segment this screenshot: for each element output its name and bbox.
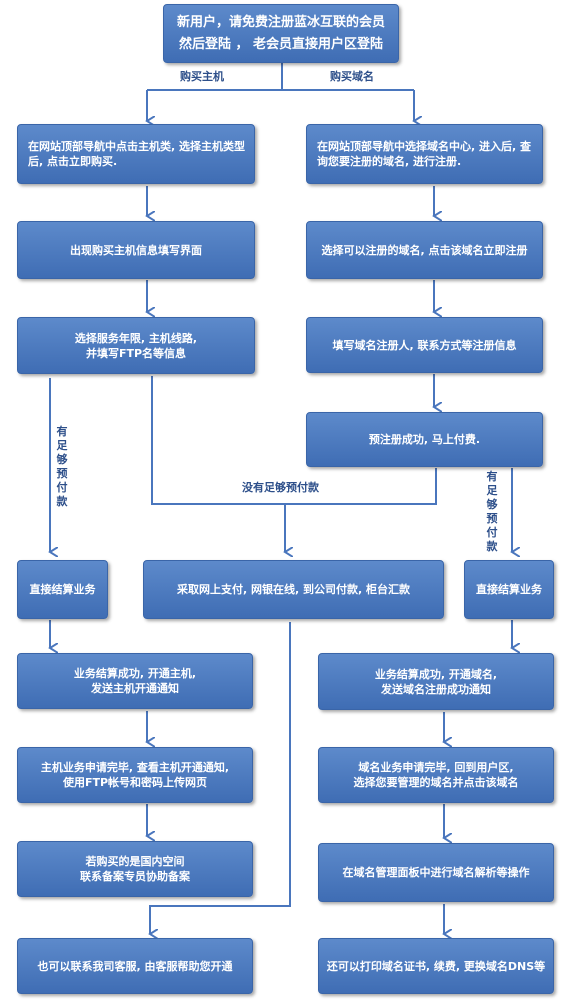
top-instruction-box: 新用户，请免费注册蓝冰互联的会员 然后登陆 ， 老会员直接用户区登陆 xyxy=(163,4,399,63)
domain-step3-box: 填写域名注册人, 联系方式等注册信息 xyxy=(306,317,543,373)
domain-step4-text: 预注册成功, 马上付费. xyxy=(368,433,481,446)
domain-step2-box: 选择可以注册的域名, 点击该域名立即注册 xyxy=(306,221,543,279)
payment-box: 采取网上支付, 网银在线, 到公司付款, 柜台汇款 xyxy=(143,560,444,619)
host-direct-text: 直接结算业务 xyxy=(29,583,96,596)
host-step2-text: 出现购买主机信息填写界面 xyxy=(70,243,202,257)
domain-step3-text: 填写域名注册人, 联系方式等注册信息 xyxy=(332,338,517,352)
host-step3-box: 选择服务年限, 主机线路, 并填写FTP名等信息 xyxy=(17,317,255,374)
domain-done-box: 域名业务申请完毕, 回到用户区, 选择您要管理的域名并点击该域名 xyxy=(318,747,554,803)
arrow-payment-support xyxy=(150,622,291,934)
domain-resolve-box: 在域名管理面板中进行域名解析等操作 xyxy=(318,843,554,902)
host-step1-box: 在网站顶部导航中点击主机类, 选择主机类型后, 点击立即购买. xyxy=(17,124,255,184)
domain-done-line1: 域名业务申请完毕, 回到用户区, xyxy=(358,761,514,774)
label-no-prepay: 没有足够预付款 xyxy=(242,481,319,494)
host-direct-box: 直接结算业务 xyxy=(17,560,108,619)
host-done-line2: 使用FTP帐号和密码上传网页 xyxy=(62,776,208,789)
host-step3-line1: 选择服务年限, 主机线路, xyxy=(74,331,198,345)
host-step3-line2: 并填写FTP名等信息 xyxy=(85,346,187,360)
host-record-box: 若购买的是国内空间 联系备案专员协助备案 xyxy=(17,841,253,897)
label-buy-domain: 购买域名 xyxy=(330,70,374,83)
domain-success-line2: 发送域名注册成功通知 xyxy=(381,682,491,696)
host-done-line1: 主机业务申请完毕, 查看主机开通通知, xyxy=(40,761,230,774)
domain-resolve-text: 在域名管理面板中进行域名解析等操作 xyxy=(342,866,530,879)
host-support-text: 也可以联系我司客服, 由客服帮助您开通 xyxy=(37,959,233,973)
label-has-prepay-left: 有足够预付款 xyxy=(56,425,68,508)
top-instruction-line2: 然后登陆 ， 老会员直接用户区登陆 xyxy=(178,36,384,52)
host-record-line2: 联系备案专员协助备案 xyxy=(80,870,190,883)
connector-no-prepay xyxy=(151,376,437,505)
host-step2-box: 出现购买主机信息填写界面 xyxy=(17,221,255,279)
host-success-line1: 业务结算成功, 开通主机, xyxy=(73,667,197,680)
label-has-prepay-right: 有足够预付款 xyxy=(486,470,498,553)
domain-success-box: 业务结算成功, 开通域名, 发送域名注册成功通知 xyxy=(318,653,554,710)
label-buy-host: 购买主机 xyxy=(180,70,224,83)
domain-cert-box: 还可以打印域名证书, 续费, 更换域名DNS等 xyxy=(318,938,554,994)
host-success-box: 业务结算成功, 开通主机, 发送主机开通通知 xyxy=(17,653,253,709)
domain-step2-text: 选择可以注册的域名, 点击该域名立即注册 xyxy=(321,243,528,257)
domain-success-line1: 业务结算成功, 开通域名, xyxy=(374,667,498,681)
host-step1-text: 在网站顶部导航中点击主机类, 选择主机类型后, 点击立即购买. xyxy=(28,140,246,168)
domain-step4-box: 预注册成功, 马上付费. xyxy=(306,412,543,467)
domain-direct-text: 直接结算业务 xyxy=(476,583,542,596)
domain-step1-text: 在网站顶部导航中选择域名中心, 进入后, 查询您要注册的域名, 进行注册. xyxy=(317,140,532,168)
host-success-line2: 发送主机开通通知 xyxy=(91,682,179,695)
top-instruction-line1: 新用户，请免费注册蓝冰互联的会员 xyxy=(176,14,385,30)
host-record-line1: 若购买的是国内空间 xyxy=(85,855,185,868)
host-support-box: 也可以联系我司客服, 由客服帮助您开通 xyxy=(17,938,253,994)
domain-done-line2: 选择您要管理的域名并点击该域名 xyxy=(353,776,519,789)
connector-top-split xyxy=(147,62,414,91)
payment-text: 采取网上支付, 网银在线, 到公司付款, 柜台汇款 xyxy=(176,583,411,596)
domain-cert-text: 还可以打印域名证书, 续费, 更换域名DNS等 xyxy=(326,959,546,973)
domain-direct-box: 直接结算业务 xyxy=(464,560,554,619)
host-done-box: 主机业务申请完毕, 查看主机开通通知, 使用FTP帐号和密码上传网页 xyxy=(17,747,253,803)
domain-step1-box: 在网站顶部导航中选择域名中心, 进入后, 查询您要注册的域名, 进行注册. xyxy=(306,124,543,184)
